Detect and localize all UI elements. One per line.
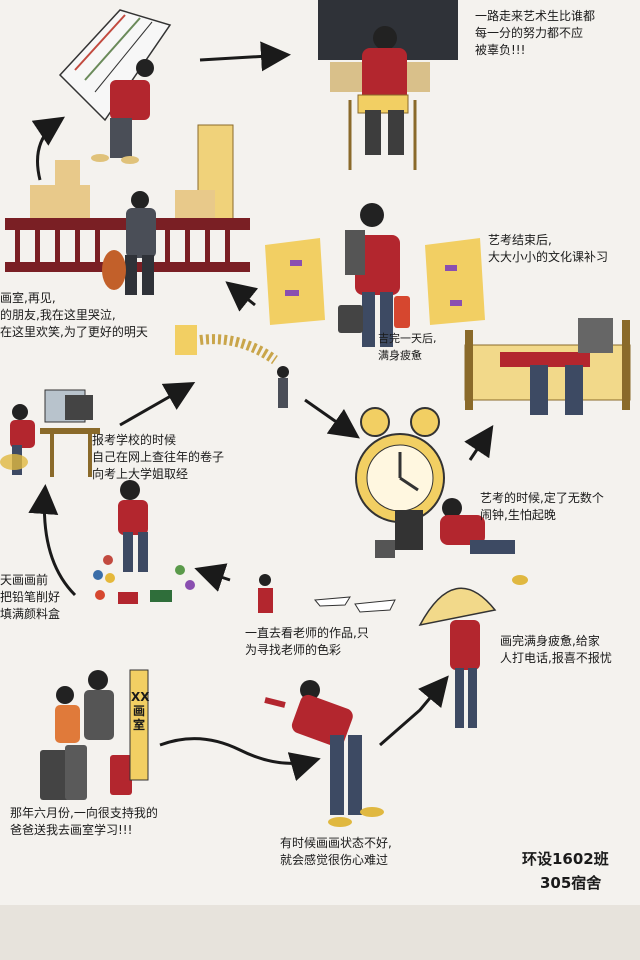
- slumped-figure: [440, 498, 528, 585]
- caption-teacher-works: 一直去看老师的作品,只 为寻找老师的色彩: [245, 625, 369, 659]
- caption-line: 报考学校的时候: [92, 433, 177, 447]
- caption-parents: 那年六月份,一向很支持我的 爸爸送我去画室学习!!!: [10, 805, 158, 839]
- caption-line: 爸爸送我去画室学习!!!: [10, 823, 133, 837]
- bed-sleeping-figure: [464, 318, 631, 415]
- paper-stacks: [265, 238, 485, 325]
- caption-supplies: 天画画前 把铅笔削好 填满颜料盒: [0, 572, 60, 623]
- crouching-figure: [258, 574, 396, 613]
- caption-line: 被辜负!!!: [475, 43, 526, 57]
- caption-alarm: 艺考的时候,定了无数个 闹钟,生怕起晚: [480, 490, 604, 524]
- caption-line: 为寻找老师的色彩: [245, 643, 342, 657]
- caption-line: 人打电话,报喜不报忧: [500, 651, 612, 665]
- flow-arrows: [28, 41, 494, 782]
- caption-line: 一直去看老师的作品,只: [245, 626, 369, 640]
- caption-line: 画室,再见,: [0, 291, 56, 305]
- city-railing-scene: [5, 124, 250, 295]
- caption-line: 闹钟,生怕起晚: [480, 508, 556, 522]
- caption-line: 艺考的时候,定了无数个: [480, 491, 604, 505]
- caption-line: 把铅笔削好: [0, 590, 61, 604]
- caption-search-school: 报考学校的时候 自己在网上查往年的卷子 向考上大学姐取经: [92, 432, 224, 483]
- caption-line: 一路走来艺术生比谁都: [475, 9, 596, 23]
- caption-line: 在这里欢笑,为了更好的明天: [0, 325, 148, 339]
- studio-post-sign: XX画室: [131, 690, 150, 732]
- caption-studio: 画室,再见, 的朋友,我在这里哭泣, 在这里欢笑,为了更好的明天: [0, 290, 148, 341]
- caption-line: 大大小小的文化课补习: [488, 250, 609, 264]
- caption-line: 有时候画画状态不好,: [280, 836, 392, 850]
- parents-luggage-figure: [40, 669, 149, 800]
- hat-phone-figure: [418, 587, 497, 728]
- queue-line: [175, 325, 289, 408]
- desk-study-figure: [318, 0, 458, 170]
- caption-line: 就会感觉很伤心难过: [280, 853, 389, 867]
- caption-line: 向考上大学姐取经: [92, 467, 189, 481]
- caption-line: 每一分的努力都不应: [475, 26, 584, 40]
- caption-line: 自己在网上查往年的卷子: [92, 450, 225, 464]
- caption-after-exam: 艺考结束后, 大大小小的文化课补习: [488, 232, 608, 266]
- caption-line: 填满颜料盒: [0, 607, 61, 621]
- caption-line: 那年六月份,一向很支持我的: [10, 806, 158, 820]
- caption-top-right: 一路走来艺术生比谁都 每一分的努力都不应 被辜负!!!: [475, 8, 595, 59]
- sitting-drawing-figure: [93, 480, 195, 604]
- traveler-figure: [338, 203, 410, 347]
- caption-line: 满身疲惫: [378, 349, 422, 362]
- caption-line: 画完满身疲惫,给家: [500, 634, 600, 648]
- caption-tired: 画完满身疲惫,给家 人打电话,报喜不报忧: [500, 633, 612, 667]
- caption-line: 天画画前: [0, 573, 49, 587]
- signature-dorm: 305宿舍: [540, 874, 602, 892]
- computer-desk-figure: [0, 389, 100, 477]
- caption-line: 艺考结束后,: [488, 233, 552, 247]
- signature-class: 环设1602班: [522, 850, 609, 868]
- alarm-clock: [355, 407, 445, 558]
- bending-figure: [264, 680, 384, 827]
- caption-line: 的朋友,我在这里哭泣,: [0, 308, 116, 322]
- caption-bad-drawing: 有时候画画状态不好, 就会感觉很伤心难过: [280, 835, 392, 869]
- caption-line: 吉完一天后,: [378, 332, 437, 345]
- caption-gift-line: 吉完一天后, 满身疲惫: [378, 330, 437, 364]
- carrying-boards-figure: [58, 9, 172, 164]
